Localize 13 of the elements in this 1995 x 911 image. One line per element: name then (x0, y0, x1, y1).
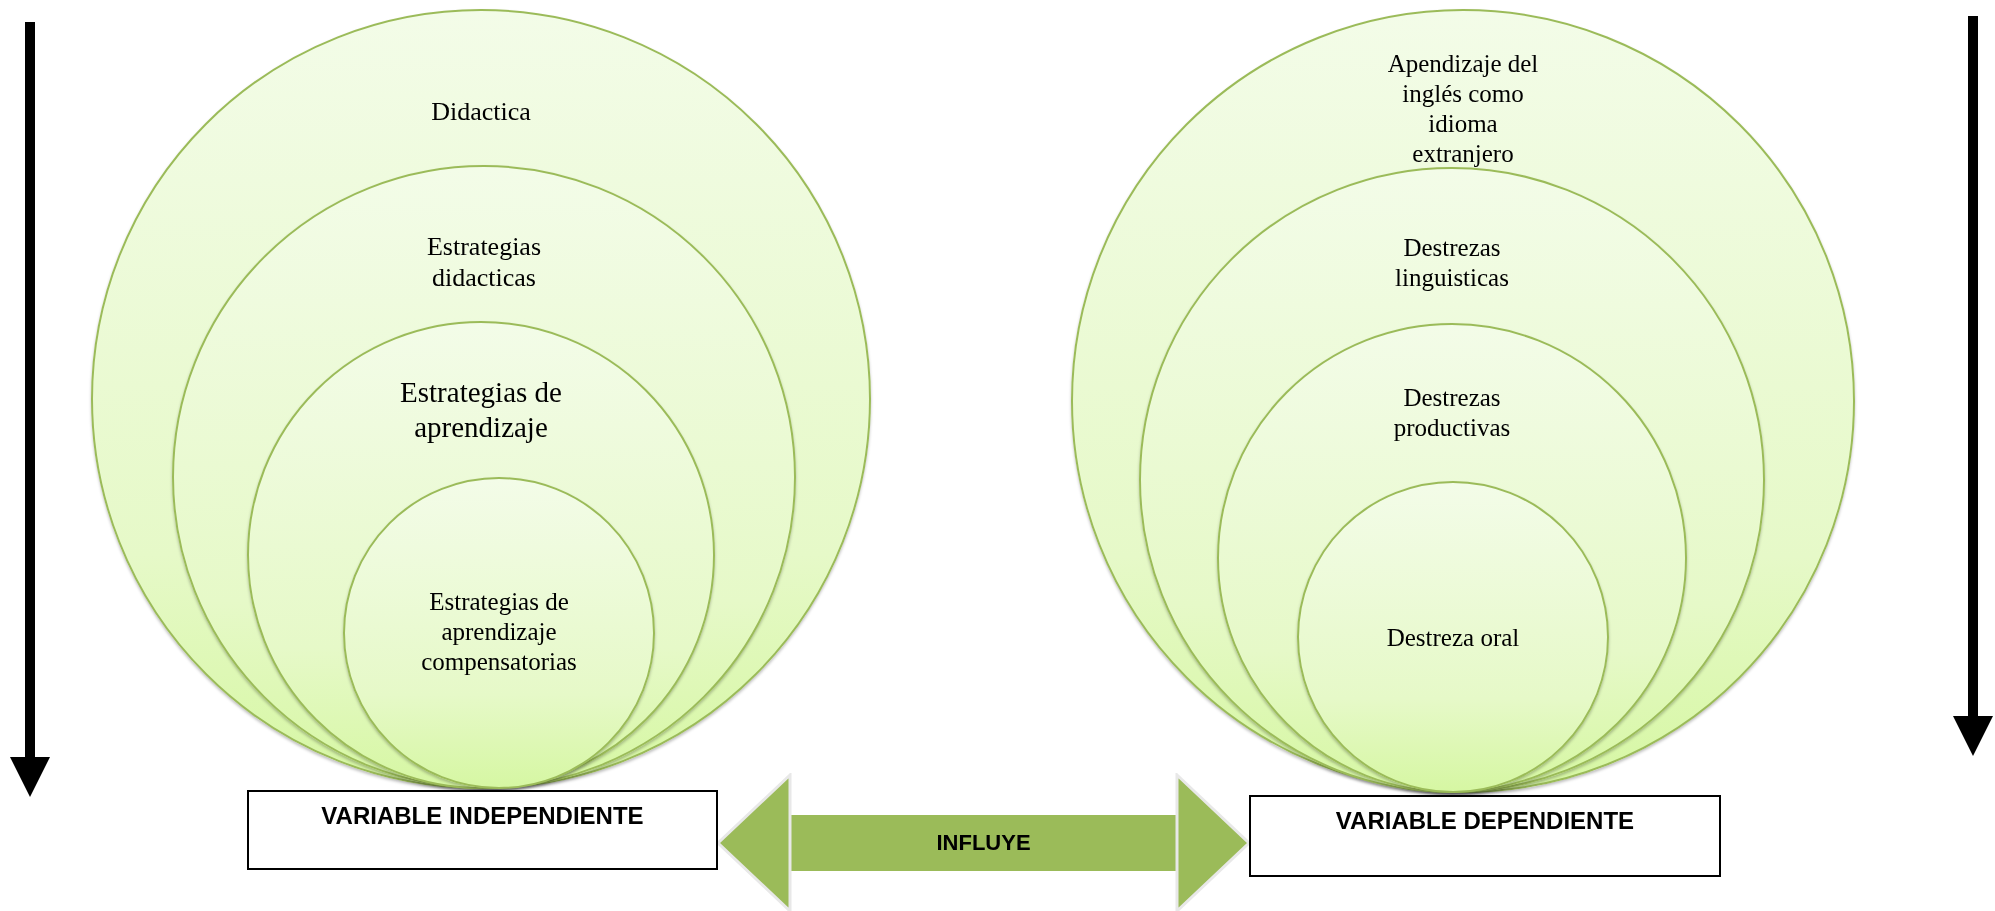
circle-label: Didactica (430, 96, 532, 128)
circle-label: Estrategias de aprendizaje (399, 375, 563, 445)
circle-label: Destreza oral (1385, 623, 1521, 653)
circle-label: Destrezas productivas (1392, 383, 1512, 443)
box-label: VARIABLE DEPENDIENTE (1334, 807, 1636, 835)
edge-label: INFLUYE (936, 830, 1031, 856)
circle-label: Estrategias didacticas (425, 231, 543, 294)
variable-box (1249, 795, 1721, 877)
circle-label: Destrezas linguisticas (1394, 233, 1510, 293)
circle-label: Estrategias de aprendizaje compensatorias (420, 587, 578, 677)
circle-label: Apendizaje del inglés como idioma extranjero (1386, 49, 1540, 169)
variable-box (247, 790, 718, 870)
box-label: VARIABLE INDEPENDIENTE (320, 802, 645, 830)
